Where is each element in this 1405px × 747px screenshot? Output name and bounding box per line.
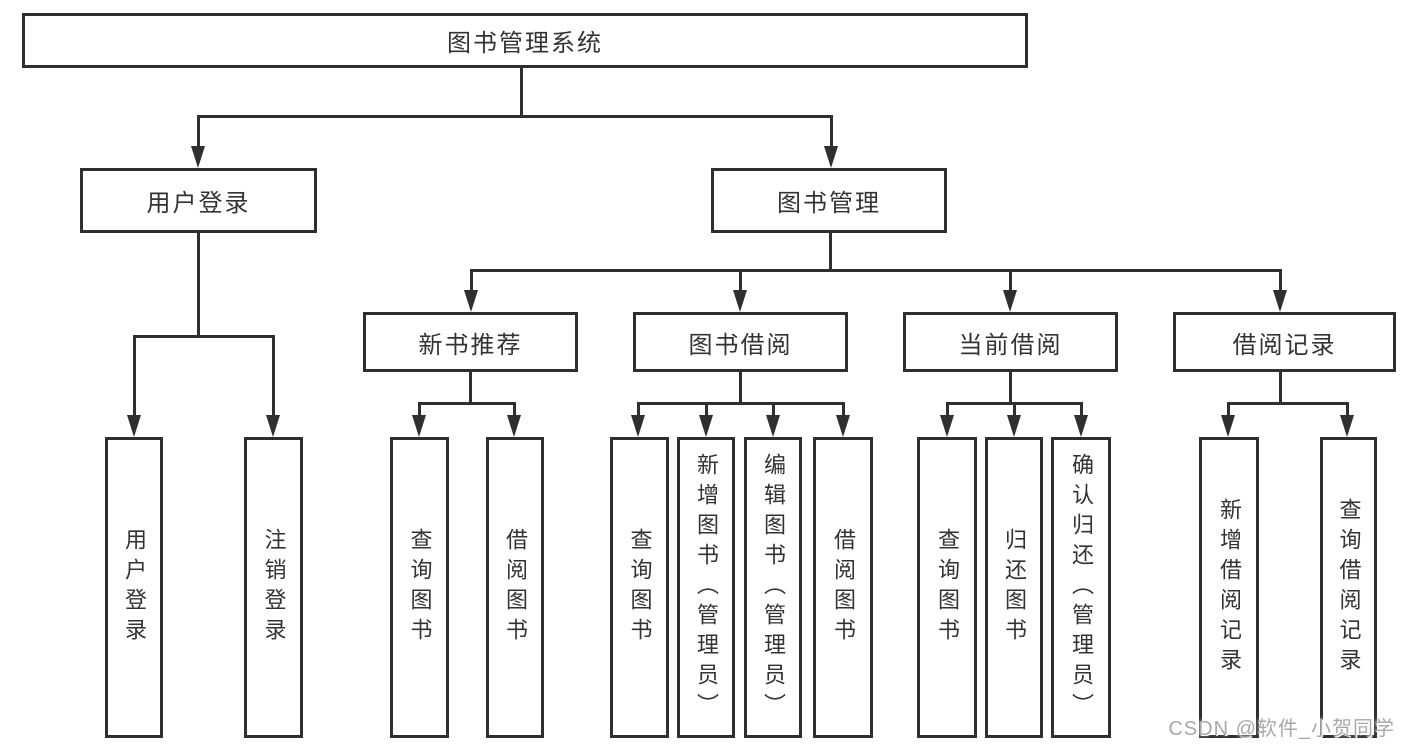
node-query-books-current: 查询图书 [917, 437, 977, 738]
connector-line [513, 402, 516, 419]
node-label: 借阅图书 [831, 527, 856, 648]
node-user-login: 用户登录 [80, 168, 317, 233]
connector-line [705, 402, 708, 419]
arrow-down-icon [1273, 290, 1287, 312]
connector-line [470, 269, 473, 294]
connector-line [1279, 269, 1282, 294]
arrow-down-icon [412, 415, 426, 437]
connector-line [133, 335, 275, 338]
connector-line [469, 372, 472, 404]
node-query-books-borrowing: 查询图书 [610, 437, 669, 738]
node-edit-books-admin: 编辑图书（管理员） [744, 437, 802, 738]
node-current-borrowing: 当前借阅 [903, 312, 1118, 372]
arrow-down-icon [1003, 290, 1017, 312]
node-book-management: 图书管理 [711, 168, 947, 233]
node-label: 图书管理 [777, 190, 881, 217]
node-label: 确认归还（管理员） [1069, 452, 1094, 723]
connector-line [470, 269, 1282, 272]
node-label: 当前借阅 [958, 331, 1063, 359]
node-book-borrowing: 图书借阅 [633, 312, 848, 372]
watermark: CSDN @软件_小贺同学 [1168, 718, 1395, 740]
connector-line [1013, 402, 1016, 419]
connector-line [739, 372, 742, 404]
node-label: 用户登录 [122, 527, 147, 648]
connector-line [418, 402, 516, 405]
arrow-down-icon [191, 146, 205, 168]
node-query-books-recommend: 查询图书 [390, 437, 449, 738]
node-borrow-books-borrowing: 借阅图书 [813, 437, 873, 738]
connector-line [637, 402, 640, 419]
node-borrow-books-recommend: 借阅图书 [486, 437, 544, 738]
connector-line [1227, 402, 1349, 405]
connector-line [637, 402, 844, 405]
arrow-down-icon [940, 415, 954, 437]
node-label: 查询图书 [935, 527, 960, 648]
arrow-down-icon [824, 146, 838, 168]
node-add-borrow-record: 新增借阅记录 [1199, 437, 1259, 738]
node-label: 新增借阅记录 [1217, 497, 1242, 678]
connector-line [829, 233, 832, 272]
connector-line [197, 115, 833, 118]
connector-line [1009, 269, 1012, 294]
node-label: 用户登录 [146, 190, 251, 217]
arrow-down-icon [1074, 415, 1088, 437]
node-borrowing-records: 借阅记录 [1173, 312, 1396, 372]
node-label: 新书推荐 [418, 331, 523, 359]
arrow-down-icon [631, 415, 645, 437]
node-label: 查询图书 [407, 527, 433, 648]
arrow-down-icon [507, 415, 521, 437]
arrow-down-icon [1007, 415, 1021, 437]
node-return-books: 归还图书 [985, 437, 1043, 738]
arrow-down-icon [766, 415, 780, 437]
connector-line [1080, 402, 1083, 419]
node-label: 图书借阅 [688, 331, 793, 359]
arrow-down-icon [266, 415, 280, 437]
node-label: 借阅记录 [1232, 331, 1337, 359]
connector-line [197, 233, 200, 337]
node-label: 归还图书 [1002, 527, 1027, 648]
arrow-down-icon [836, 415, 850, 437]
node-add-books-admin: 新增图书（管理员） [677, 437, 735, 738]
node-book-management-system: 图书管理系统 [22, 13, 1028, 68]
connector-line [272, 335, 275, 417]
connector-line [1227, 402, 1230, 419]
connector-line [197, 115, 200, 150]
arrow-down-icon [1340, 415, 1354, 437]
node-label: 编辑图书（管理员） [761, 452, 786, 723]
connector-line [418, 402, 421, 419]
node-new-book-recommend: 新书推荐 [363, 312, 578, 372]
connector-line [1279, 372, 1282, 404]
node-user-login-action: 用户登录 [105, 437, 163, 738]
node-label: 新增图书（管理员） [694, 452, 719, 723]
node-label: 图书管理系统 [447, 30, 603, 57]
node-query-borrow-record: 查询借阅记录 [1320, 437, 1377, 738]
connector-line [1346, 402, 1349, 419]
arrow-down-icon [733, 290, 747, 312]
connector-line [133, 335, 136, 417]
arrow-down-icon [127, 415, 141, 437]
connector-line [946, 402, 949, 419]
node-label: 注销登录 [261, 527, 287, 648]
arrow-down-icon [699, 415, 713, 437]
connector-line [830, 115, 833, 150]
node-logout-action: 注销登录 [244, 437, 303, 738]
arrow-down-icon [1221, 415, 1235, 437]
connector-line [842, 402, 845, 419]
node-label: 查询图书 [627, 527, 653, 648]
connector-line [772, 402, 775, 419]
connector-line [739, 269, 742, 294]
node-label: 查询借阅记录 [1336, 497, 1362, 678]
connector-line [520, 68, 523, 118]
node-confirm-return-admin: 确认归还（管理员） [1051, 437, 1111, 738]
node-label: 借阅图书 [503, 527, 528, 648]
arrow-down-icon [464, 290, 478, 312]
connector-line [1009, 372, 1012, 404]
